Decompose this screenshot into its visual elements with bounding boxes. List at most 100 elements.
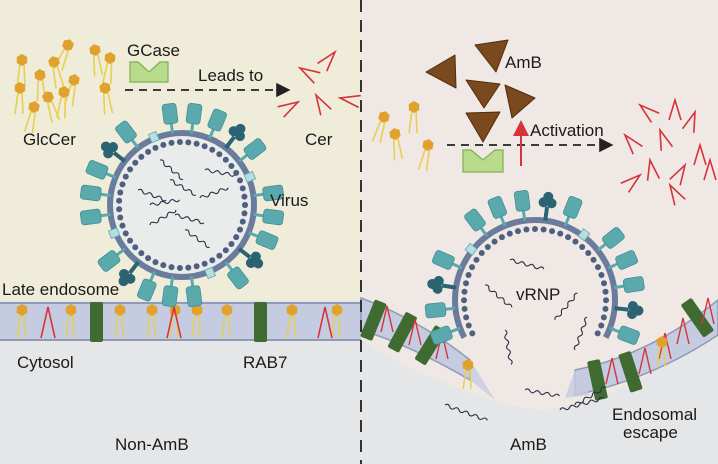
virus-spike (464, 208, 489, 237)
amb-molecule (425, 54, 457, 89)
label-activation: Activation (530, 121, 604, 140)
virus-particle (79, 102, 285, 308)
capsid-protein (239, 185, 246, 192)
virus-spike (464, 242, 478, 256)
ceramide-lipid (620, 173, 643, 193)
capsid-protein (193, 140, 200, 147)
capsid-protein (127, 237, 134, 244)
capsid-protein (478, 250, 485, 257)
ceramide-lipid (337, 94, 361, 109)
capsid-protein (241, 210, 248, 217)
virus-spike (237, 247, 264, 269)
glccer-lipid (99, 82, 114, 115)
virus-spike (204, 266, 217, 280)
gcase-enzyme-right (462, 149, 504, 173)
capsid-protein (119, 181, 126, 188)
capsid-protein (116, 197, 123, 204)
ceramide-lipid (297, 66, 321, 84)
capsid-protein (132, 244, 139, 251)
virus-spike (596, 227, 625, 252)
virus-spike (238, 138, 267, 163)
rab7-protein (618, 351, 643, 393)
membrane-ceramide (408, 318, 422, 346)
capsid-protein (145, 255, 152, 262)
capsid-protein (461, 297, 468, 304)
viral-rna (554, 292, 578, 321)
glccer-lipid (371, 111, 390, 144)
amb-molecule (474, 39, 509, 73)
rab7-protein (360, 299, 387, 341)
capsid-protein (532, 226, 538, 232)
virus-spike (161, 276, 179, 308)
capsid-protein (237, 177, 244, 184)
capsid-protein (557, 230, 564, 237)
capsid-protein (160, 141, 167, 148)
capsid-protein (237, 226, 244, 233)
virus-spike (97, 247, 126, 272)
membrane-ceramide (676, 317, 690, 345)
label-leads-to: Leads to (198, 66, 263, 85)
label-late-endosome: Late endosome (2, 280, 119, 299)
virus-spike (118, 260, 140, 287)
capsid-protein (540, 226, 547, 233)
capsid-protein (469, 330, 476, 337)
capsid-protein (469, 264, 476, 271)
label-glccer: GlcCer (23, 130, 76, 149)
ceramide-lipid (659, 127, 674, 151)
virus-spike (115, 120, 140, 149)
virus-spike (613, 276, 645, 293)
capsid-protein (138, 153, 145, 160)
viral-rna (159, 159, 184, 180)
capsid-protein (216, 252, 223, 259)
capsid-protein (122, 173, 129, 180)
membrane-ceramide (701, 297, 715, 325)
capsid-protein (590, 256, 597, 263)
glccer-lipid (42, 91, 61, 124)
virus-spike (614, 301, 644, 320)
capsid-protein (117, 214, 124, 221)
capsid-protein (209, 257, 216, 264)
virus-spike (253, 184, 285, 202)
capsid-protein (233, 169, 240, 176)
label-endosomal: Endosomal (612, 405, 697, 424)
virus-spike (243, 170, 257, 183)
gcase-enzyme-left (129, 61, 169, 83)
glccer-lipid (55, 86, 70, 119)
capsid-protein (239, 218, 246, 225)
capsid-protein (119, 222, 126, 229)
capsid-protein (145, 148, 152, 155)
virus-spike (562, 196, 583, 227)
virus-spike (224, 261, 249, 290)
capsid-protein (160, 262, 167, 269)
ceramide-lipid (277, 100, 301, 118)
membrane-ceramide (380, 305, 394, 333)
left-endosome-membrane (0, 302, 361, 341)
capsid-protein (491, 238, 498, 245)
capsid-protein (498, 234, 505, 241)
virus-spike (100, 141, 127, 163)
capsid-protein (461, 305, 468, 312)
ceramide-lipid (637, 103, 660, 123)
virus-spike (607, 250, 638, 270)
ceramide-lipid (703, 157, 717, 181)
capsid-protein (176, 139, 183, 146)
capsid-protein (201, 143, 208, 150)
viral-rna (524, 388, 560, 397)
capsid-protein (602, 288, 609, 295)
virus-spike (538, 191, 557, 221)
amb-molecule (465, 79, 501, 109)
glccer-lipid (14, 82, 26, 115)
ceramide-lipid (646, 157, 661, 181)
ceramide-lipid (623, 132, 643, 155)
viral-rna (559, 396, 604, 411)
capsid-protein (168, 264, 175, 271)
capsid-protein (222, 156, 229, 163)
capsid-protein (465, 272, 472, 279)
escape-wedge-left (470, 360, 495, 400)
glccer-lipid (101, 52, 116, 85)
label-amb-top: AmB (505, 53, 542, 72)
label-rab7: RAB7 (243, 353, 287, 372)
membrane-glccer (191, 304, 203, 339)
